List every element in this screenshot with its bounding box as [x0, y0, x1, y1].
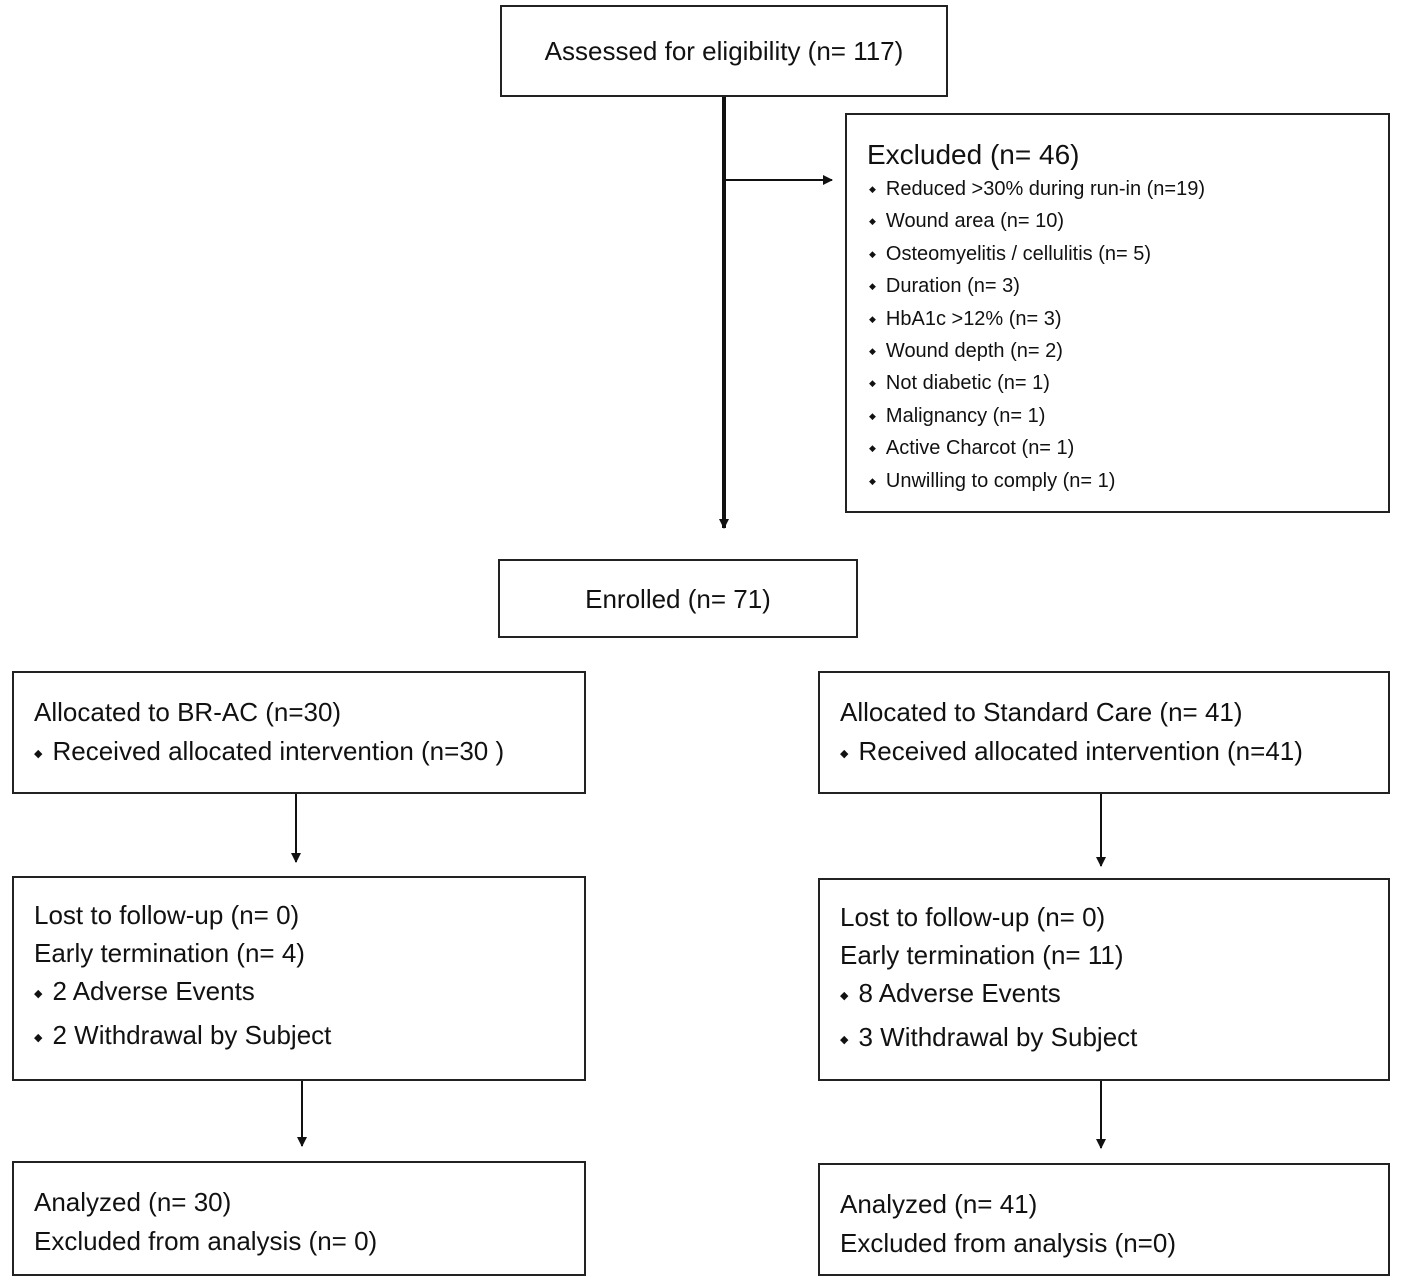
left-adverse-events: 2 Adverse Events — [34, 972, 584, 1010]
excluded-reason: Reduced >30% during run-in (n=19) — [869, 173, 1205, 205]
excluded-reasons-list: Reduced >30% during run-in (n=19) Wound … — [869, 173, 1205, 497]
enrolled-label: Enrolled (n= 71) — [585, 583, 771, 614]
left-analyzed: Analyzed (n= 30) — [34, 1187, 232, 1217]
excluded-reason: Active Charcot (n= 1) — [869, 432, 1205, 464]
excluded-reason: Unwilling to comply (n= 1) — [869, 465, 1205, 497]
left-followup-box: Lost to follow-up (n= 0) Early terminati… — [12, 876, 586, 1081]
left-allocation-title: Allocated to BR-AC (n=30) — [34, 697, 342, 727]
assessed-box: Assessed for eligibility (n= 117) — [500, 5, 948, 97]
assessed-label: Assessed for eligibility (n= 117) — [544, 36, 904, 66]
right-analysis-box: Analyzed (n= 41) Excluded from analysis … — [818, 1163, 1390, 1276]
left-excluded-from-analysis: Excluded from analysis (n= 0) — [34, 1226, 378, 1256]
right-withdrawal: 3 Withdrawal by Subject — [840, 1018, 1388, 1056]
left-lost-to-followup: Lost to follow-up (n= 0) — [34, 900, 300, 930]
right-followup-box: Lost to follow-up (n= 0) Early terminati… — [818, 878, 1390, 1081]
excluded-reason: Malignancy (n= 1) — [869, 400, 1205, 432]
right-adverse-events: 8 Adverse Events — [840, 974, 1388, 1012]
excluded-reason: Wound depth (n= 2) — [869, 335, 1205, 367]
right-received-intervention: Received allocated intervention (n=41) — [840, 732, 1388, 771]
left-allocation-box: Allocated to BR-AC (n=30) Received alloc… — [12, 671, 586, 794]
right-analyzed: Analyzed (n= 41) — [840, 1189, 1038, 1219]
right-early-termination: Early termination (n= 11) — [840, 940, 1124, 970]
excluded-reason: Wound area (n= 10) — [869, 205, 1205, 237]
excluded-reason: HbA1c >12% (n= 3) — [869, 303, 1205, 335]
excluded-box: Excluded (n= 46) Reduced >30% during run… — [845, 113, 1390, 513]
excluded-reason: Not diabetic (n= 1) — [869, 367, 1205, 399]
left-withdrawal: 2 Withdrawal by Subject — [34, 1016, 584, 1054]
right-excluded-from-analysis: Excluded from analysis (n=0) — [840, 1228, 1176, 1258]
excluded-reason: Osteomyelitis / cellulitis (n= 5) — [869, 238, 1205, 270]
excluded-title: Excluded (n= 46) — [867, 139, 1080, 170]
enrolled-box: Enrolled (n= 71) — [498, 559, 858, 638]
right-allocation-box: Allocated to Standard Care (n= 41) Recei… — [818, 671, 1390, 794]
right-allocation-title: Allocated to Standard Care (n= 41) — [840, 697, 1243, 727]
right-lost-to-followup: Lost to follow-up (n= 0) — [840, 902, 1106, 932]
left-early-termination: Early termination (n= 4) — [34, 938, 305, 968]
left-analysis-box: Analyzed (n= 30) Excluded from analysis … — [12, 1161, 586, 1276]
excluded-reason: Duration (n= 3) — [869, 270, 1205, 302]
left-received-intervention: Received allocated intervention (n=30 ) — [34, 732, 584, 771]
